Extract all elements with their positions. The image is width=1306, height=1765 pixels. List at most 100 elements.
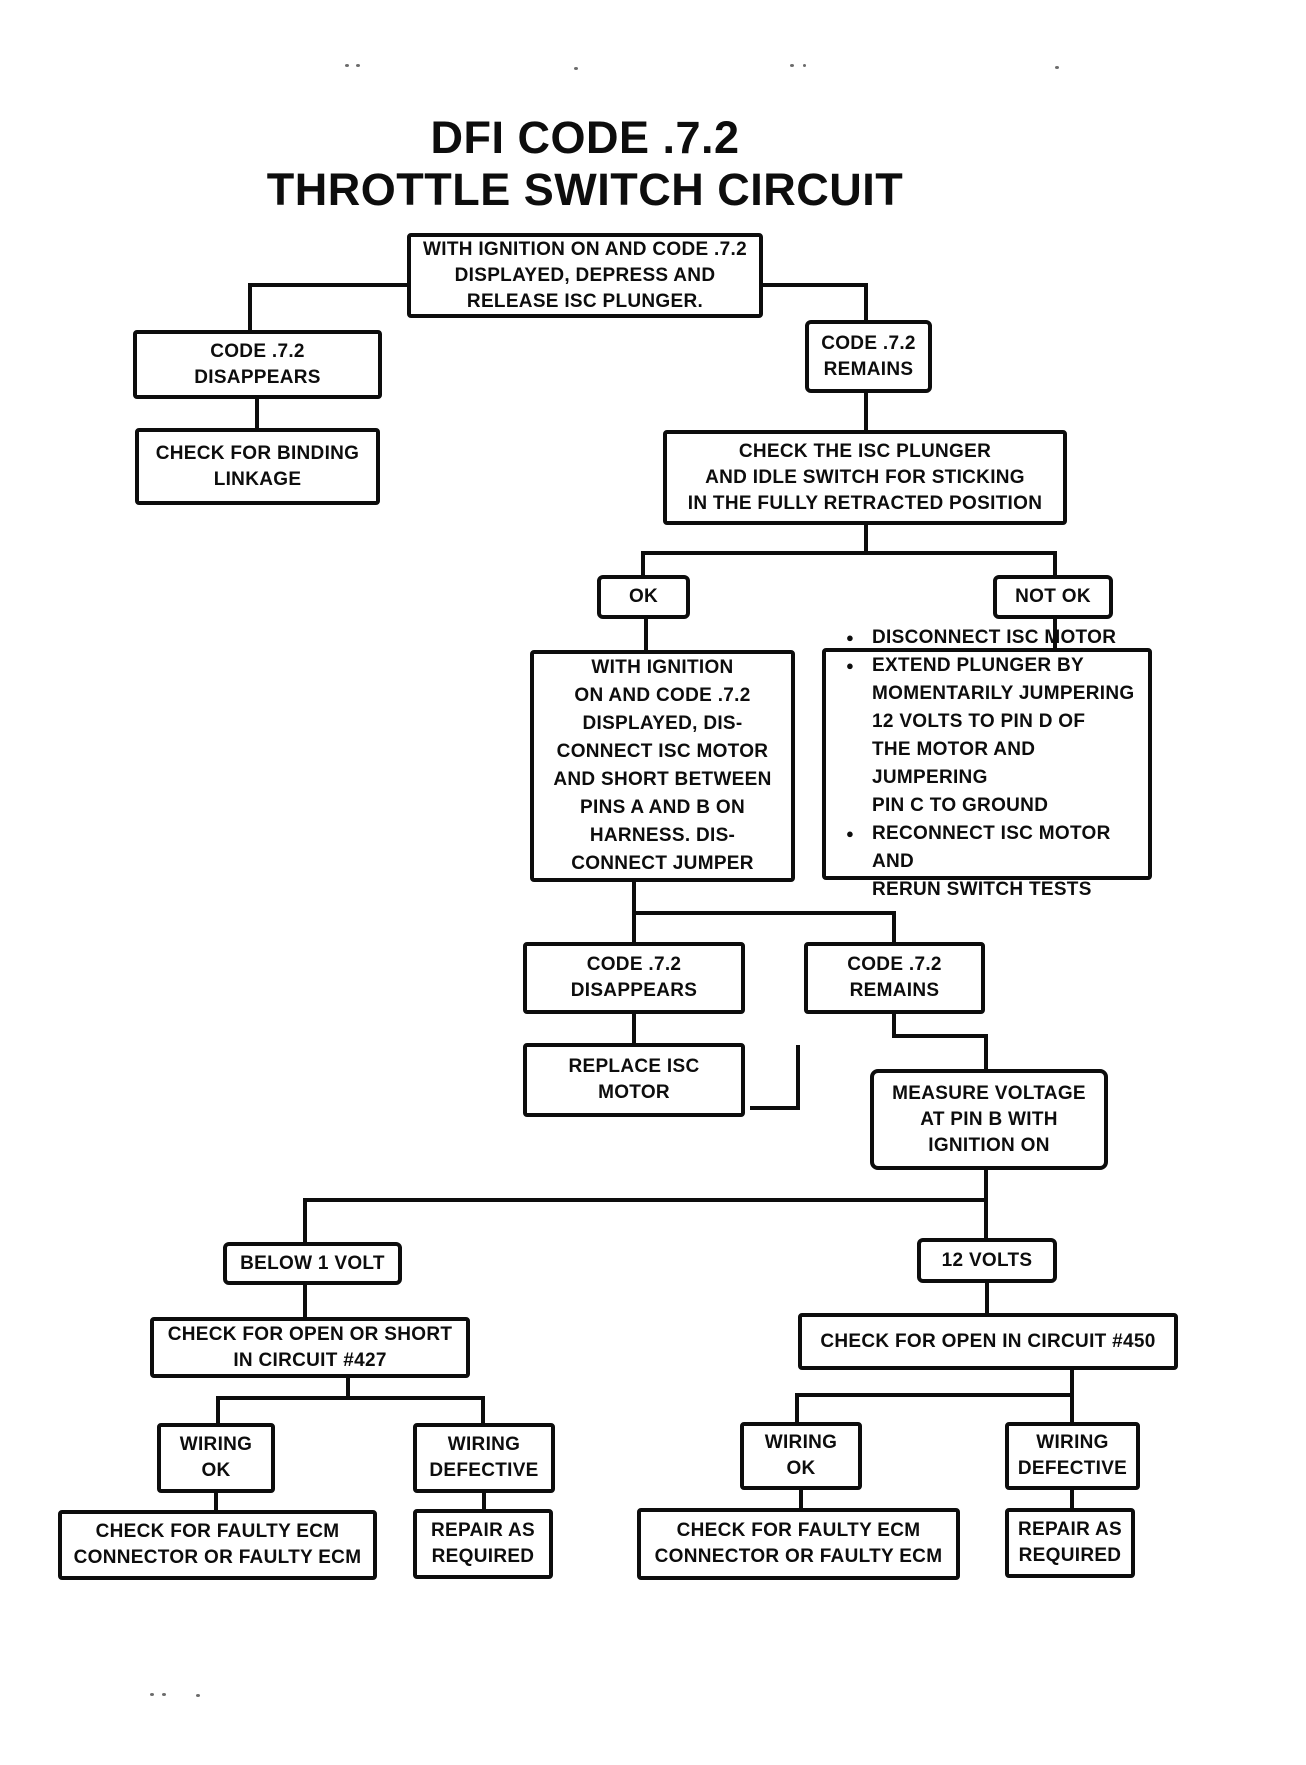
connector-split-left-wiring (216, 1396, 485, 1423)
node-repair-left: REPAIR AS REQUIRED (413, 1509, 553, 1579)
text-line: EXTEND PLUNGER BY (872, 655, 1085, 676)
node-check-plunger: CHECK THE ISC PLUNGER AND IDLE SWITCH FO… (663, 430, 1067, 525)
bullet-text: EXTEND PLUNGER BY MOMENTARILY JUMPERING … (872, 652, 1140, 820)
text-line: CHECK FOR FAULTY ECM (676, 1520, 921, 1541)
text-line: RELEASE ISC PLUNGER. (466, 290, 704, 312)
node-below-1-volt: BELOW 1 VOLT (223, 1242, 402, 1285)
node-code72-remains-1: CODE .7.2 REMAINS (805, 320, 932, 393)
connector-artifact (750, 1045, 800, 1110)
bullet-item: ● DISCONNECT ISC MOTOR (840, 624, 1140, 652)
text-line: REQUIRED (1018, 1545, 1122, 1566)
bullet-item: ● RECONNECT ISC MOTOR AND RERUN SWITCH T… (840, 820, 1140, 904)
text-line: WITH IGNITION ON AND CODE .7.2 (423, 238, 747, 260)
text-line: CODE .7.2 (847, 954, 942, 975)
text-line: LINKAGE (213, 468, 302, 490)
text-line: OK (786, 1458, 816, 1479)
connector-branch-to-remains2 (634, 911, 896, 942)
node-code72-disappears-2: CODE .7.2 DISAPPEARS (523, 942, 745, 1014)
node-faulty-ecm-right: CHECK FOR FAULTY ECM CONNECTOR OR FAULTY… (637, 1508, 960, 1580)
connector-split-ok-notok (641, 551, 1057, 575)
connector-branch-to-below1volt (303, 1198, 986, 1242)
text-line: DISPLAYED, DEPRESS AND (454, 264, 716, 286)
text-line: DEFECTIVE (1017, 1458, 1128, 1479)
node-replace-isc: REPLACE ISC MOTOR (523, 1043, 745, 1117)
bullet-item: ● EXTEND PLUNGER BY MOMENTARILY JUMPERIN… (840, 652, 1140, 820)
text-line: CODE .7.2 (586, 954, 682, 975)
text-line: IN CIRCUIT #427 (233, 1349, 387, 1371)
scan-artifact (150, 1693, 154, 1696)
scan-artifact (790, 64, 794, 67)
node-code72-remains-2: CODE .7.2 REMAINS (804, 942, 985, 1014)
text-line: CHECK THE ISC PLUNGER (738, 440, 992, 462)
connector-start-to-remains (763, 283, 868, 320)
page-title: DFI CODE .7.2 THROTTLE SWITCH CIRCUIT (0, 112, 1170, 216)
scan-artifact (345, 64, 349, 67)
node-wiring-ok-right: WIRING OK (740, 1422, 862, 1490)
title-line-1: DFI CODE .7.2 (430, 112, 740, 163)
text-line: PIN C TO GROUND (872, 795, 1049, 816)
scan-artifact (356, 64, 360, 67)
scan-artifact (196, 1694, 200, 1697)
text-line: WIRING (179, 1434, 253, 1455)
text-line: CODE .7.2 (821, 332, 916, 354)
text-line: PINS A AND B ON (580, 797, 745, 818)
node-faulty-ecm-left: CHECK FOR FAULTY ECM CONNECTOR OR FAULTY… (58, 1510, 377, 1580)
text-line: NOT OK (1015, 586, 1091, 607)
text-line: CHECK FOR OPEN OR SHORT (167, 1323, 453, 1345)
connector-remains2-to-measure (892, 1014, 988, 1069)
text-line: DISAPPEARS (194, 366, 321, 388)
scan-artifact (574, 67, 578, 70)
text-line: MOTOR (598, 1082, 670, 1103)
text-line: OK (628, 586, 659, 607)
text-line: RECONNECT ISC MOTOR AND (872, 823, 1111, 872)
text-line: IN THE FULLY RETRACTED POSITION (687, 492, 1043, 514)
text-line: DISAPPEARS (570, 980, 698, 1001)
text-line: THE MOTOR AND JUMPERING (872, 739, 1036, 788)
node-circuit-427: CHECK FOR OPEN OR SHORT IN CIRCUIT #427 (150, 1317, 470, 1378)
text-line: CONNECT JUMPER (571, 853, 754, 874)
bullet-text: DISCONNECT ISC MOTOR (872, 624, 1140, 652)
text-line: CHECK FOR BINDING (155, 442, 360, 464)
text-line: CHECK FOR FAULTY ECM (95, 1521, 340, 1542)
node-extend-plunger: ● DISCONNECT ISC MOTOR ● EXTEND PLUNGER … (822, 627, 1152, 900)
text-line: IGNITION ON (928, 1134, 1050, 1156)
text-line: DISPLAYED, DIS- (582, 713, 743, 734)
text-line: CONNECTOR OR FAULTY ECM (73, 1547, 362, 1568)
text-line: DISCONNECT ISC MOTOR (872, 627, 1117, 648)
text-line: 12 VOLTS (941, 1249, 1033, 1271)
bullet-text: RECONNECT ISC MOTOR AND RERUN SWITCH TES… (872, 820, 1140, 904)
scan-artifact (162, 1693, 166, 1696)
node-repair-right: REPAIR AS REQUIRED (1005, 1508, 1135, 1578)
text-line: REPAIR AS (430, 1520, 536, 1541)
node-jumper-test: WITH IGNITION ON AND CODE .7.2 DISPLAYED… (530, 650, 795, 882)
node-measure-voltage: MEASURE VOLTAGE AT PIN B WITH IGNITION O… (870, 1069, 1108, 1170)
text-line: CODE .7.2 (210, 340, 305, 362)
scan-artifact (803, 64, 806, 67)
text-line: OK (201, 1460, 231, 1481)
node-wiring-defective-right: WIRING DEFECTIVE (1005, 1422, 1140, 1490)
text-line: BELOW 1 VOLT (240, 1252, 385, 1274)
text-line: WIRING (447, 1434, 521, 1455)
text-line: REQUIRED (431, 1546, 535, 1567)
connector-split-right-wiring (795, 1393, 1072, 1422)
node-circuit-450: CHECK FOR OPEN IN CIRCUIT #450 (798, 1313, 1178, 1370)
text-line: WIRING (764, 1432, 838, 1453)
node-wiring-ok-left: WIRING OK (157, 1423, 275, 1493)
node-ok: OK (597, 575, 690, 619)
node-start: WITH IGNITION ON AND CODE .7.2 DISPLAYED… (407, 233, 763, 318)
node-12-volts: 12 VOLTS (917, 1238, 1057, 1283)
connector-start-to-disappears (248, 283, 407, 330)
text-line: ON AND CODE .7.2 (574, 685, 751, 706)
text-line: AND SHORT BETWEEN (553, 769, 772, 790)
text-line: HARNESS. DIS- (589, 825, 736, 846)
title-line-2: THROTTLE SWITCH CIRCUIT (266, 164, 904, 215)
node-wiring-defective-left: WIRING DEFECTIVE (413, 1423, 555, 1493)
text-line: WIRING (1036, 1432, 1109, 1453)
text-line: CONNECTOR OR FAULTY ECM (654, 1546, 943, 1567)
text-line: WITH IGNITION (591, 657, 734, 678)
text-line: MOMENTARILY JUMPERING (872, 683, 1135, 704)
node-not-ok: NOT OK (993, 575, 1113, 619)
bullet-icon: ● (846, 658, 855, 673)
